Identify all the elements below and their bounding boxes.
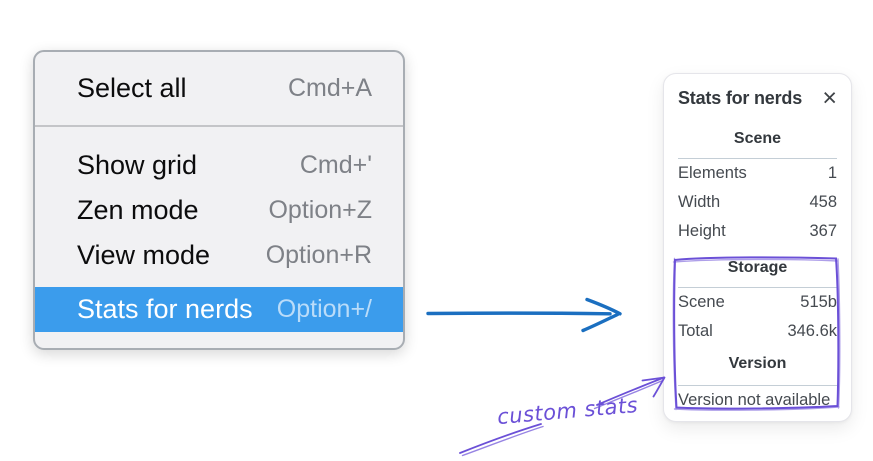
menu-item-stats-for-nerds[interactable]: Stats for nerds Option+/: [35, 287, 403, 332]
section-header-storage: Storage: [727, 259, 788, 276]
menu-item-label: Stats for nerds: [77, 294, 253, 324]
arrow-shaft: [426, 311, 612, 316]
menu-item-shortcut: Option+R: [265, 241, 372, 269]
arrow-head-lower: [581, 312, 620, 333]
arrow-right-drawing[interactable]: [424, 292, 624, 337]
menu-item-view-mode[interactable]: View mode Option+R: [35, 233, 403, 278]
stat-row-scene-storage: Scene 515b: [678, 288, 837, 317]
panel-header: Stats for nerds ×: [678, 84, 837, 112]
section-divider: [678, 385, 837, 386]
stat-value: 1: [827, 164, 837, 182]
section-divider: [678, 158, 837, 159]
stat-label: Elements: [678, 164, 747, 182]
menu-item-shortcut: Option+/: [276, 295, 372, 323]
stat-row-height: Height 367: [678, 217, 837, 246]
highlight-rectangle-drawing[interactable]: [667, 250, 845, 416]
menu-item-label: Select all: [77, 73, 187, 103]
stat-label: Height: [678, 222, 726, 240]
annotation-arrow-head: [641, 376, 666, 398]
version-note: Version not available: [678, 391, 831, 409]
stat-value: 458: [809, 193, 837, 211]
rectangle-stroke-sketch: [672, 257, 841, 411]
menu-separator: [35, 125, 403, 127]
arrow-head-upper: [585, 297, 622, 316]
menu-item-label: Show grid: [77, 150, 198, 180]
menu-item-select-all[interactable]: Select all Cmd+A: [35, 52, 403, 125]
stat-value: 515b: [800, 293, 837, 311]
annotation-arrow-shaft-sketch: [593, 380, 663, 410]
menu-item-shortcut: Cmd+': [299, 151, 372, 179]
stat-label: Total: [678, 322, 713, 340]
stat-row-elements: Elements 1: [678, 159, 837, 188]
annotation-arrow-drawing[interactable]: [450, 368, 675, 460]
menu-item-label: View mode: [77, 240, 211, 270]
section-header-scene: Scene: [733, 130, 782, 147]
close-icon[interactable]: ×: [822, 84, 837, 112]
rectangle-stroke: [673, 256, 840, 410]
annotation-arrow-shaft: [596, 376, 665, 406]
context-menu: Select all Cmd+A Show grid Cmd+' Zen mod…: [33, 50, 405, 350]
annotation-arrow-tail-sketch: [461, 425, 544, 457]
stat-row-width: Width 458: [678, 188, 837, 217]
section-divider: [678, 287, 837, 288]
menu-item-show-grid[interactable]: Show grid Cmd+': [35, 143, 403, 188]
annotation-arrow-tail: [459, 423, 542, 454]
stat-value: 346.6k: [787, 322, 837, 340]
stat-label: Width: [678, 193, 721, 211]
menu-item-shortcut: Cmd+A: [287, 74, 372, 102]
section-header-version: Version: [728, 355, 787, 372]
menu-group: Show grid Cmd+' Zen mode Option+Z View m…: [35, 127, 403, 332]
menu-item-label: Zen mode: [77, 195, 199, 225]
panel-title: Stats for nerds: [678, 87, 803, 108]
stat-row-total-storage: Total 346.6k: [678, 317, 837, 346]
stat-label: Scene: [678, 293, 725, 311]
stat-value: 367: [809, 222, 837, 240]
menu-item-shortcut: Option+Z: [268, 196, 372, 224]
stats-for-nerds-panel: Stats for nerds × Scene Elements 1 Width…: [663, 73, 852, 422]
menu-item-zen-mode[interactable]: Zen mode Option+Z: [35, 188, 403, 233]
